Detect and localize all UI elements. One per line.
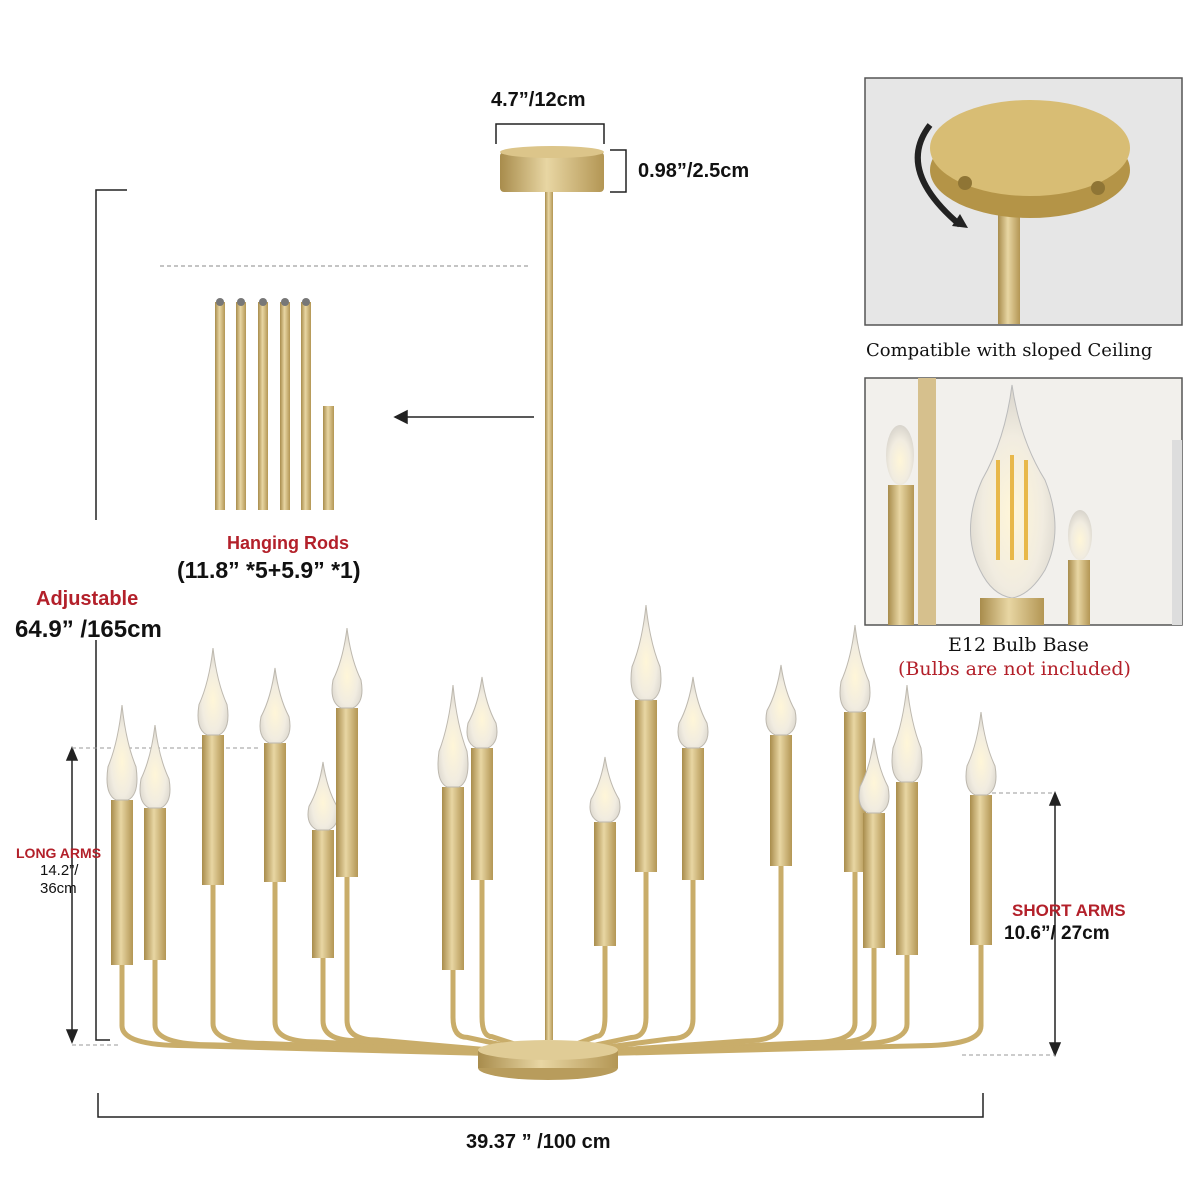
candle-sleeve: [144, 808, 166, 960]
rod-thread: [281, 298, 289, 306]
candle-bulb: [677, 676, 709, 749]
candle-arm: [547, 955, 910, 1058]
candle-bulb: [891, 684, 923, 783]
candle-arm: [547, 946, 608, 1058]
candle-bulb: [437, 684, 469, 788]
candle-arm: [320, 958, 549, 1058]
rod-thread: [216, 298, 224, 306]
candle-sleeve: [202, 735, 224, 885]
hanging-rods-spec: (11.8” *5+5.9” *1): [177, 557, 361, 583]
hanging-rod: [280, 302, 290, 510]
rod-thread: [302, 298, 310, 306]
candle-sleeve: [312, 830, 334, 958]
candle-arm: [272, 882, 549, 1058]
sloped-ceiling-inset: [864, 77, 1183, 326]
long-arms-title: LONG ARMS: [16, 845, 102, 861]
candle-sleeve: [471, 748, 493, 880]
candle-arm: [547, 866, 784, 1058]
candle-arm: [547, 948, 877, 1058]
chandelier-arms: [119, 866, 984, 1058]
chandelier-candles: [106, 604, 997, 970]
candle-bulb: [307, 761, 339, 831]
candle-sleeve: [442, 787, 464, 970]
dimension-lines: [65, 123, 1062, 1118]
overall-width-label: 39.37 ” /100 cm: [466, 1131, 611, 1153]
short-arms-title: SHORT ARMS: [1012, 901, 1126, 920]
candle-bulb: [858, 737, 890, 814]
candle-sleeve: [111, 800, 133, 965]
canopy: [500, 146, 604, 1040]
candle-arm: [479, 880, 549, 1058]
candle-bulb: [106, 704, 138, 801]
hanging-rod: [236, 302, 246, 510]
canopy-width-label: 4.7”/12cm: [491, 89, 586, 111]
canopy-height-label: 0.98”/2.5cm: [638, 160, 750, 182]
short-arms-value: 10.6”/ 27cm: [1004, 923, 1110, 944]
candle-arm: [210, 885, 549, 1058]
candle-arm: [547, 945, 984, 1058]
candle-bulb: [197, 647, 229, 736]
adjustable-length: 64.9” /165cm: [15, 616, 162, 643]
hanging-rod: [215, 302, 225, 510]
candle-bulb: [630, 604, 662, 701]
candle-sleeve: [970, 795, 992, 945]
candle-sleeve: [896, 782, 918, 955]
chandelier-hub: [478, 1040, 618, 1080]
sloped-ceiling-caption: Compatible with sloped Ceiling: [866, 340, 1153, 361]
rod-thread: [259, 298, 267, 306]
candle-sleeve: [264, 743, 286, 882]
long-arms-value-1: 14.2”/: [40, 862, 79, 879]
candle-arm: [344, 877, 549, 1058]
candle-bulb: [765, 664, 797, 736]
candle-arm: [119, 965, 549, 1058]
rod-thread: [237, 298, 245, 306]
hanging-rod: [258, 302, 268, 510]
bulbs-not-included-note: (Bulbs are not included): [898, 658, 1131, 680]
bulb-base-inset: [864, 377, 1183, 626]
candle-bulb: [839, 624, 871, 713]
hanging-rods-illustration: [215, 298, 334, 510]
candle-arm: [547, 880, 696, 1058]
candle-sleeve: [770, 735, 792, 866]
adjustable-title: Adjustable: [36, 588, 139, 610]
candle-bulb: [331, 627, 363, 709]
candle-arm: [152, 960, 549, 1058]
candle-bulb: [466, 676, 498, 749]
candle-sleeve: [682, 748, 704, 880]
candle-sleeve: [635, 700, 657, 872]
candle-arm: [547, 872, 649, 1058]
candle-sleeve: [336, 708, 358, 877]
candle-sleeve: [863, 813, 885, 948]
candle-bulb: [139, 724, 171, 809]
hanging-rods-title: Hanging Rods: [227, 533, 349, 553]
hanging-rod: [301, 302, 311, 510]
candle-bulb: [589, 756, 621, 823]
candle-arm: [450, 970, 549, 1058]
candle-sleeve: [844, 712, 866, 872]
bulb-base-caption: E12 Bulb Base: [948, 634, 1089, 656]
candle-bulb: [259, 667, 291, 744]
short-hanging-rod: [323, 406, 334, 510]
candle-bulb: [965, 711, 997, 796]
candle-sleeve: [594, 822, 616, 946]
long-arms-value-2: 36cm: [40, 880, 77, 897]
